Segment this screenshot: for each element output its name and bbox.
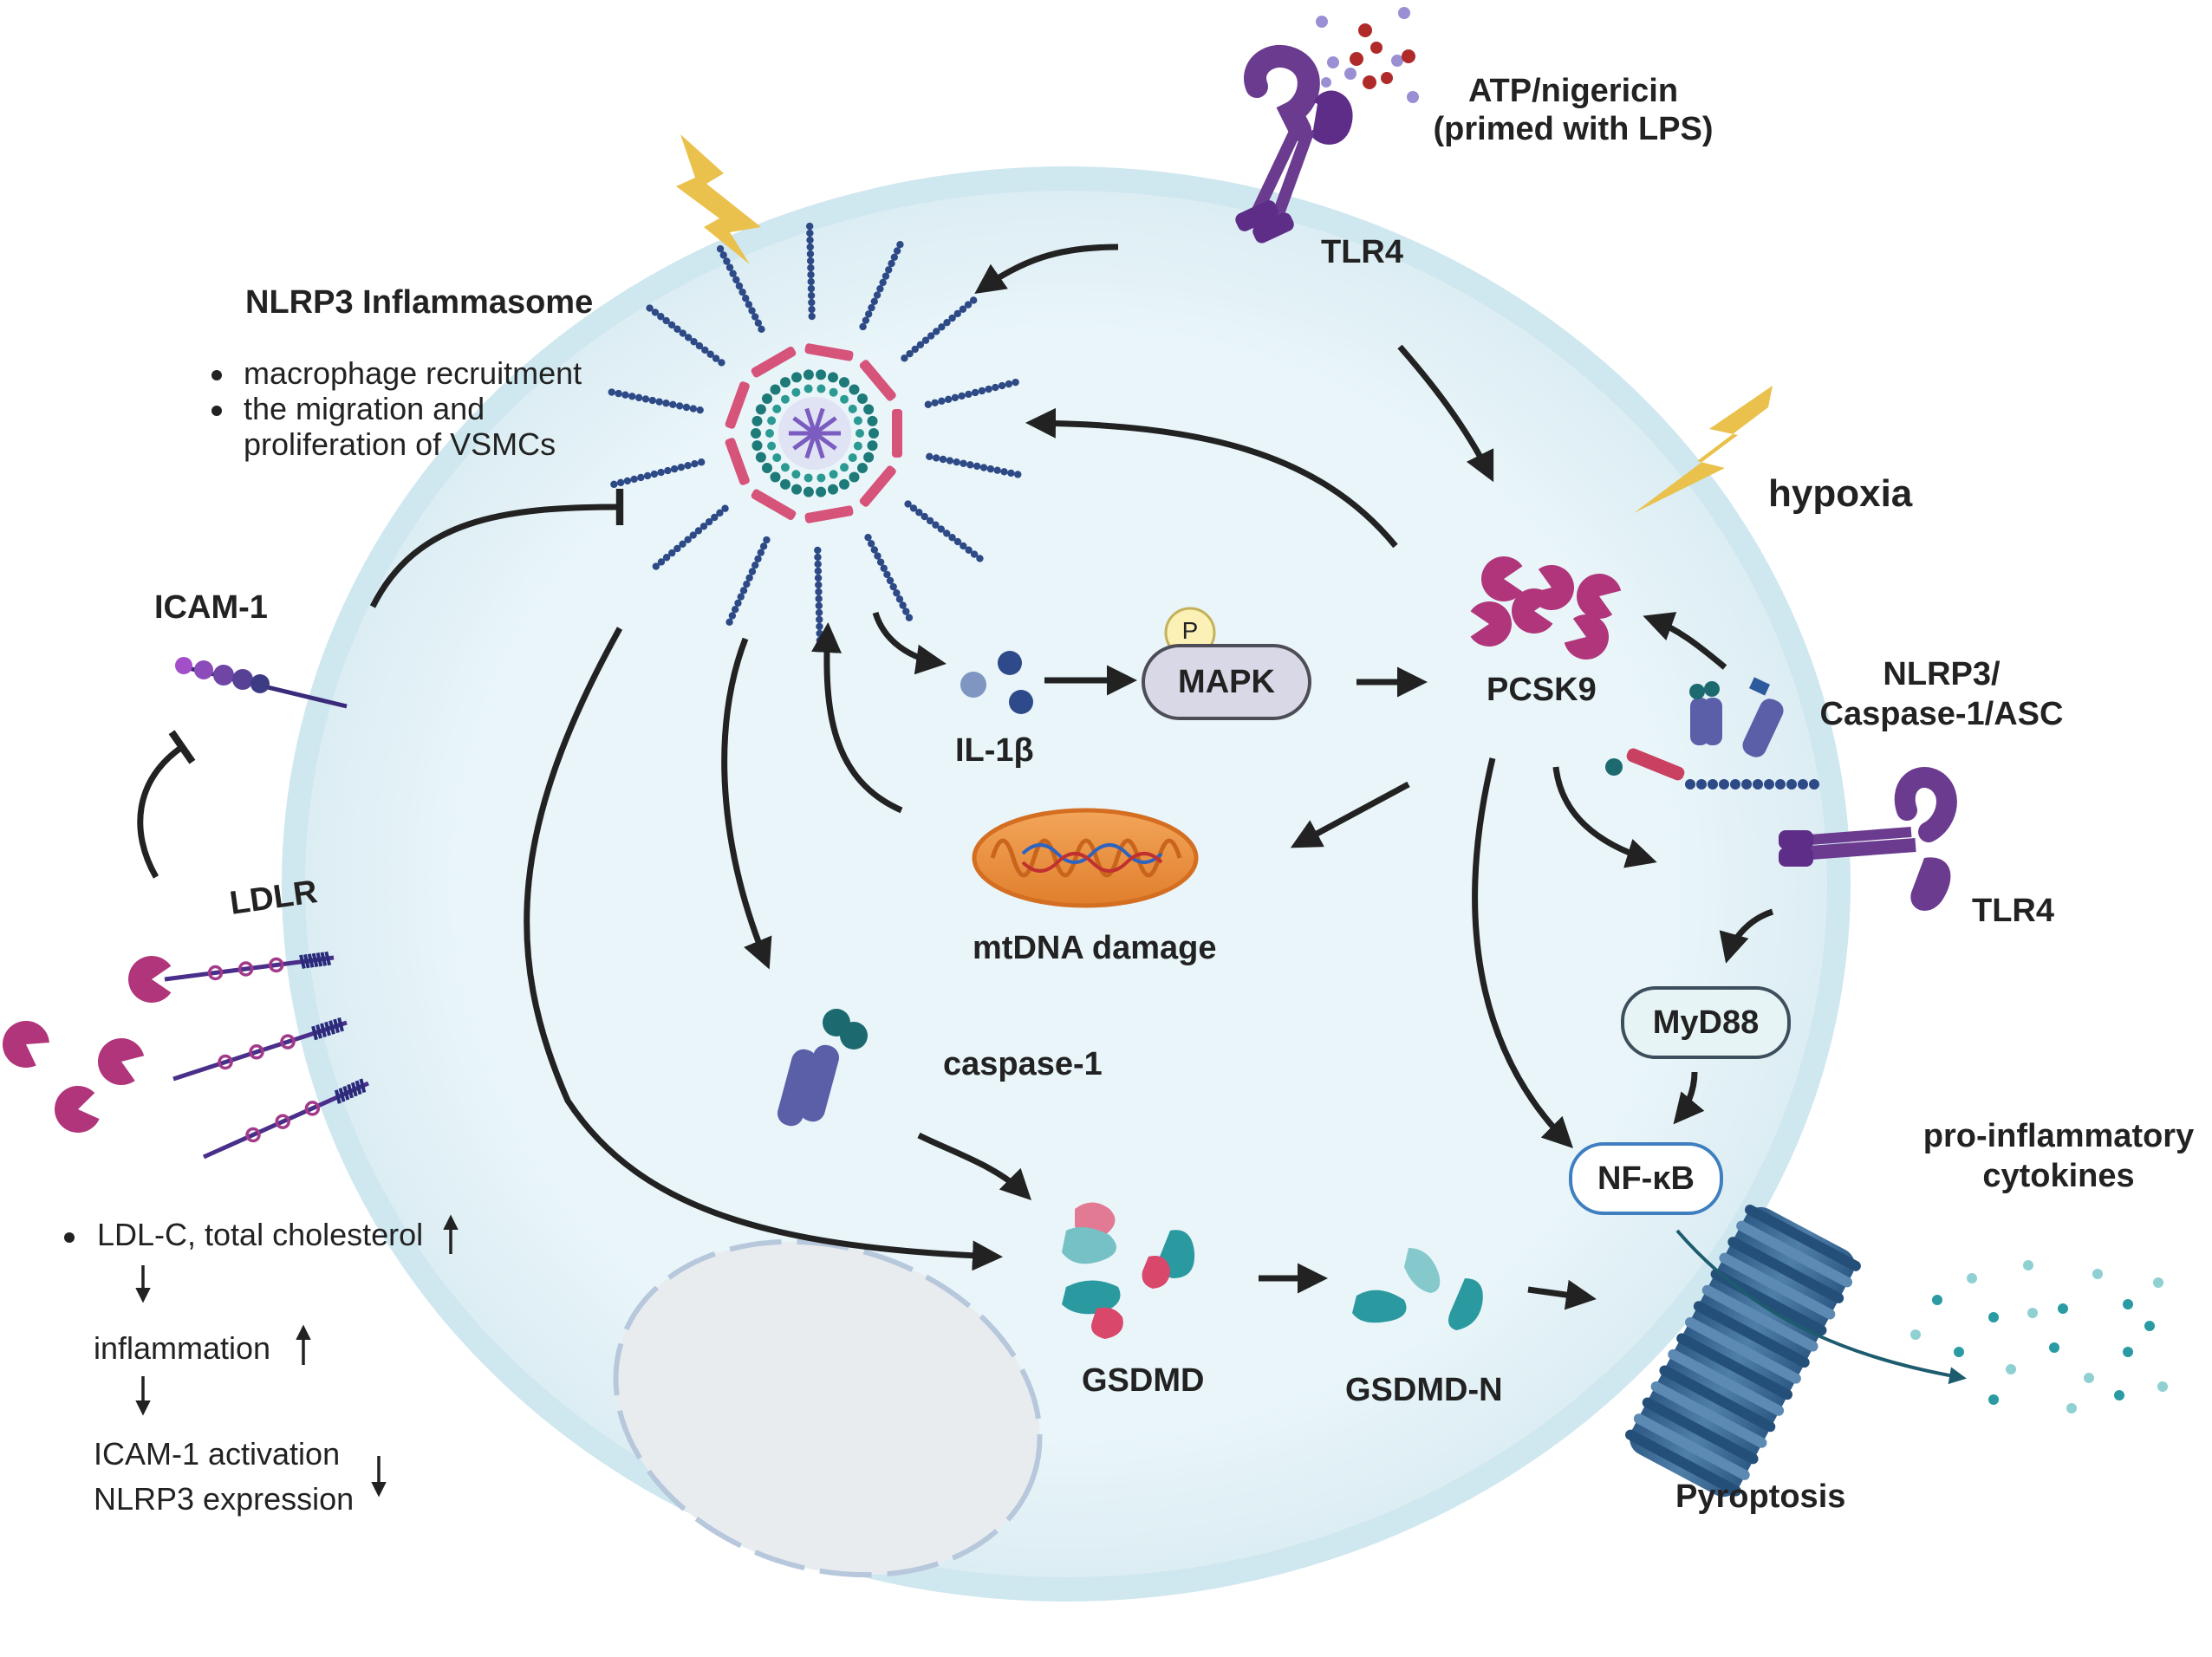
tlr4-top-label: TLR4	[1321, 234, 1403, 270]
ldlr-receptor-icon	[3, 951, 370, 1160]
bullet-macrophage: macrophage recruitment	[244, 355, 582, 391]
phospho-label: P	[1181, 617, 1199, 644]
il1b-molecules-icon	[960, 651, 1033, 714]
gsdmdn-label: GSDMD-N	[1345, 1372, 1503, 1408]
lightning-bolt-icon	[676, 134, 761, 264]
gsdmd-n-icon	[1352, 1248, 1483, 1330]
change-arrows	[135, 1214, 459, 1498]
nfkb-node: NF-κB	[1569, 1142, 1723, 1215]
tlr4-receptor-icon	[1235, 44, 1353, 244]
pyroptosis-label: Pyroptosis	[1675, 1478, 1846, 1515]
proinflammatory-label: pro-inflammatory cytokines	[1916, 1116, 2202, 1196]
caspase1-icon	[777, 1009, 868, 1127]
mtdna-label: mtDNA damage	[973, 930, 1217, 966]
icam1-molecule-icon	[175, 657, 348, 709]
gsdmd-label: GSDMD	[1082, 1362, 1205, 1399]
mitochondrion-icon	[972, 808, 1199, 908]
pcsk9-label: PCSK9	[1487, 672, 1597, 708]
mapk-label: MAPK	[1178, 663, 1275, 700]
icam-activation-text: ICAM-1 activation	[94, 1436, 341, 1472]
nlrp3-complex-line2: Caspase-1/ASC	[1819, 696, 2064, 732]
pyroptosis-pore-icon	[1625, 1205, 1861, 1498]
nlrp3-complex-icon	[1605, 677, 1819, 790]
caspase1-label: caspase-1	[943, 1046, 1103, 1082]
gsdmd-protein-icon	[1062, 1202, 1195, 1339]
pathway-arrows	[137, 244, 1774, 1310]
icam1-label: ICAM-1	[154, 589, 268, 626]
pcsk9-protein-icon	[1470, 556, 1622, 660]
tlr4-receptor-icon	[1779, 767, 1957, 911]
tlr4-right-label: TLR4	[1972, 893, 2054, 929]
nlrp3-complex-line1: NLRP3/	[1883, 656, 2001, 692]
bullet-dots	[64, 370, 222, 1243]
myd88-node: MyD88	[1621, 986, 1791, 1059]
ldlc-text: LDL-C, total cholesterol	[97, 1217, 424, 1252]
il1b-label: IL-1β	[955, 732, 1034, 769]
lightning-bolt-icon	[1634, 386, 1773, 513]
nucleus-icon	[613, 1238, 1043, 1578]
nlrp3-expression-text: NLRP3 expression	[94, 1481, 355, 1517]
atp-line2: (primed with LPS)	[1433, 111, 1714, 147]
myd88-label: MyD88	[1652, 1004, 1760, 1041]
atp-particles-icon	[1316, 7, 1419, 103]
mapk-node: MAPK	[1142, 644, 1311, 720]
bullet-proliferation: proliferation of VSMCs	[244, 426, 556, 462]
inflammation-text: inflammation	[94, 1330, 271, 1366]
proinflammatory-line1: pro-inflammatory	[1922, 1118, 2195, 1154]
atp-label: ATP/nigericin (primed with LPS)	[1426, 72, 1721, 148]
nlrp3-complex-label: NLRP3/ Caspase-1/ASC	[1803, 654, 2080, 734]
cytokine-dots-icon	[1910, 1260, 2168, 1413]
hypoxia-label: hypoxia	[1768, 472, 1913, 515]
bullet-migration: the migration and	[244, 391, 485, 426]
inflammasome-icon	[608, 222, 1022, 645]
cytokine-release-arrow	[1675, 1229, 1967, 1385]
nfkb-label: NF-κB	[1597, 1160, 1695, 1197]
atp-line1: ATP/nigericin	[1467, 73, 1679, 109]
proinflammatory-line2: cytokines	[1982, 1158, 2135, 1194]
nlrp3-title: NLRP3 Inflammasome	[245, 284, 594, 321]
